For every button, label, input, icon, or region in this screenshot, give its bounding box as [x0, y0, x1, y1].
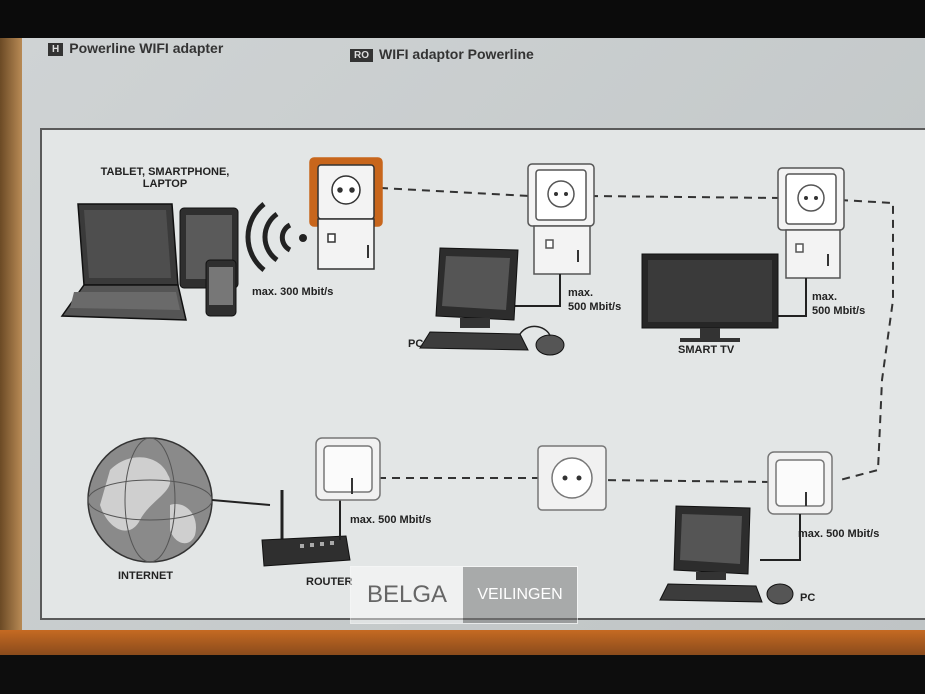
cable-internet	[211, 499, 271, 506]
powerline-adapter-pc-bottom	[767, 451, 833, 515]
wifi-adapter	[309, 157, 383, 270]
label-router: ROUTER	[306, 576, 353, 588]
label-mobile-devices: TABLET, SMARTPHONE, LAPTOP	[82, 166, 248, 190]
speed-pc-bottom: max. 500 Mbit/s	[798, 528, 880, 540]
dark-background-top	[0, 0, 925, 38]
cable-tv	[778, 278, 807, 317]
powerline-adapter-router	[315, 437, 381, 501]
cable-pc-top	[510, 274, 561, 307]
language-tag-ro: RO	[350, 48, 373, 62]
speed-tv: max. 500 Mbit/s	[812, 290, 865, 318]
speed-wifi: max. 300 Mbit/s	[252, 286, 334, 298]
smart-tv-icon	[641, 253, 779, 342]
language-tag-hu: H	[48, 42, 64, 56]
cable-pc-bottom	[760, 514, 801, 561]
speed-router: max. 500 Mbit/s	[350, 514, 432, 526]
label-mobile-line2: LAPTOP	[142, 178, 188, 190]
dark-background-bottom	[0, 655, 925, 694]
powerline-connection	[379, 187, 894, 483]
watermark-right: VEILINGEN	[463, 567, 577, 623]
router-icon	[261, 490, 351, 567]
watermark-left: BELGA	[351, 567, 463, 623]
label-smart-tv: SMART TV	[678, 344, 735, 356]
header-title-hu: Powerline WIFI adapter	[69, 40, 224, 56]
speed-pc-top-line1: max.	[568, 287, 594, 299]
speed-pc-top-line2: 500 Mbit/s	[568, 301, 622, 313]
box-side	[0, 38, 22, 630]
label-internet: INTERNET	[118, 570, 173, 582]
label-pc-top: PC	[408, 338, 424, 350]
header-title-ro: WIFI adaptor Powerline	[379, 46, 534, 62]
powerline-adapter-tv	[777, 167, 845, 279]
watermark: BELGA VEILINGEN	[350, 566, 578, 624]
label-mobile-line1: TABLET, SMARTPHONE,	[100, 166, 230, 178]
speed-tv-line1: max.	[812, 291, 838, 303]
orange-strip	[0, 630, 925, 655]
speed-tv-line2: 500 Mbit/s	[812, 305, 866, 317]
speed-pc-top: max. 500 Mbit/s	[568, 286, 621, 314]
header-romanian: RO WIFI adaptor Powerline	[350, 46, 534, 62]
smartphone-icon	[205, 259, 237, 317]
pc-top-icon	[419, 247, 565, 356]
powerline-adapter-pc-top	[527, 163, 595, 275]
wifi-signal-icon	[245, 202, 307, 272]
laptop-icon	[60, 203, 187, 321]
pc-bottom-icon	[659, 505, 794, 605]
header-hungarian: H Powerline WIFI adapter	[48, 40, 223, 56]
globe-icon	[87, 437, 213, 563]
wall-socket-icon	[537, 445, 607, 511]
label-pc-bottom: PC	[800, 592, 816, 604]
